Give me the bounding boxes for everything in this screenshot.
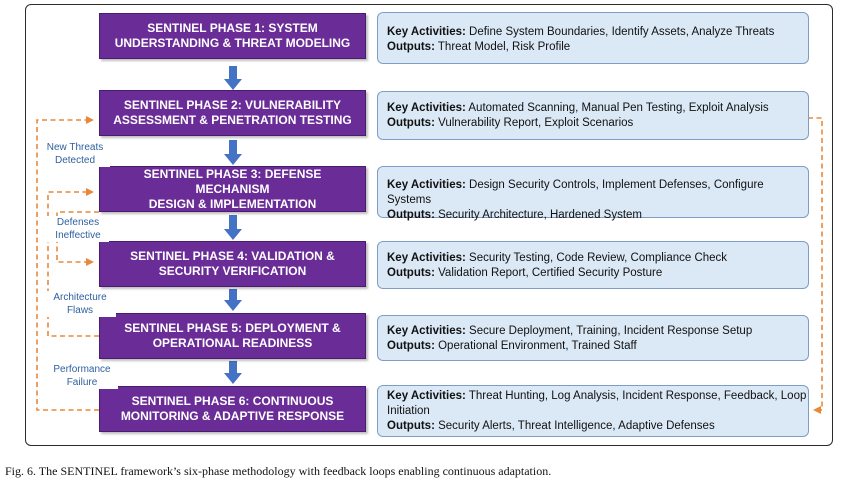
- feedback-arrow-right: [808, 117, 823, 414]
- phase-5-box: SENTINEL PHASE 5: DEPLOYMENT &OPERATIONA…: [99, 313, 366, 359]
- activity-2-key-line: Key Activities: Automated Scanning, Manu…: [387, 101, 808, 116]
- phase-6-line2: MONITORING & ADAPTIVE RESPONSE: [120, 409, 345, 423]
- activity-3-key-line: Key Activities: Design Security Controls…: [387, 178, 808, 208]
- outputs-label: Outputs:: [387, 420, 435, 432]
- outputs-label: Outputs:: [387, 41, 435, 53]
- phase-5-line2: OPERATIONAL READINESS: [152, 336, 313, 350]
- key-activities-label: Key Activities:: [387, 26, 466, 38]
- phase-1-line2: UNDERSTANDING & THREAT MODELING: [114, 36, 351, 50]
- activity-box-1: Key Activities: Define System Boundaries…: [377, 12, 809, 64]
- phase-4-box: SENTINEL PHASE 4: VALIDATION &SECURITY V…: [99, 241, 366, 287]
- outputs-label: Outputs:: [387, 267, 435, 279]
- figure-frame: [25, 4, 833, 446]
- activity-6-outputs: Security Alerts, Threat Intelligence, Ad…: [438, 420, 715, 432]
- activity-1-key: Define System Boundaries, Identify Asset…: [469, 26, 775, 38]
- phase-5-line1: SENTINEL PHASE 5: DEPLOYMENT &: [124, 321, 341, 335]
- feedback-label-1-line1: New Threats: [46, 142, 104, 153]
- activity-2-outputs: Vulnerability Report, Exploit Scenarios: [438, 117, 634, 129]
- feedback-label-performance: Performance Failure: [46, 363, 118, 389]
- feedback-label-2-line1: Defenses: [56, 217, 100, 228]
- flow-arrow-3-4: [224, 215, 242, 240]
- phase-4-line1: SENTINEL PHASE 4: VALIDATION &: [130, 249, 335, 263]
- flow-arrow-1-2: [224, 66, 242, 90]
- phase-3-line2: DESIGN & IMPLEMENTATION: [148, 196, 317, 211]
- activity-box-4: Key Activities: Security Testing, Code R…: [377, 241, 809, 289]
- key-activities-label: Key Activities:: [387, 252, 466, 264]
- activity-6-key-line: Key Activities: Threat Hunting, Log Anal…: [387, 389, 808, 404]
- activity-5-key-line: Key Activities: Secure Deployment, Train…: [387, 324, 808, 339]
- activity-box-2: Key Activities: Automated Scanning, Manu…: [377, 91, 809, 140]
- feedback-label-defenses: Defenses Ineffective: [47, 216, 109, 242]
- activity-1-outputs-line: Outputs: Threat Model, Risk Profile: [387, 40, 808, 55]
- key-activities-label: Key Activities:: [387, 325, 466, 337]
- phase-6-line1: SENTINEL PHASE 6: CONTINUOUS: [131, 394, 334, 408]
- phase-4-line2: SECURITY VERIFICATION: [158, 264, 307, 278]
- activity-6-key: Threat Hunting, Log Analysis, Incident R…: [468, 390, 807, 402]
- feedback-arrow-architecture: [47, 188, 99, 337]
- activity-box-3: Key Activities: Design Security Controls…: [377, 166, 809, 221]
- flow-arrow-5-6: [224, 361, 242, 384]
- activity-6-key-cont: Initiation: [387, 405, 430, 417]
- activity-5-outputs: Operational Environment, Trained Staff: [438, 340, 637, 352]
- phase-1-line1: SENTINEL PHASE 1: SYSTEM: [147, 21, 318, 35]
- outputs-label: Outputs:: [387, 209, 435, 221]
- feedback-label-3-line2: Flaws: [66, 305, 94, 316]
- activity-5-outputs-line: Outputs: Operational Environment, Traine…: [387, 339, 808, 354]
- outputs-label: Outputs:: [387, 117, 435, 129]
- activity-1-outputs: Threat Model, Risk Profile: [437, 41, 571, 53]
- feedback-label-1-line2: Detected: [54, 155, 96, 166]
- phase-2-line2: ASSESSMENT & PENETRATION TESTING: [113, 113, 352, 127]
- figure-caption: Fig. 6. The SENTINEL framework’s six-pha…: [5, 464, 552, 478]
- activity-6-outputs-line: Outputs: Security Alerts, Threat Intelli…: [387, 419, 808, 434]
- key-activities-label: Key Activities:: [387, 390, 466, 402]
- activity-3-outputs: Security Architecture, Hardened System: [438, 209, 643, 221]
- activity-5-key: Secure Deployment, Training, Incident Re…: [469, 325, 753, 337]
- flow-arrows: [224, 66, 242, 384]
- activity-box-5: Key Activities: Secure Deployment, Train…: [377, 315, 809, 361]
- flow-arrow-2-3: [224, 140, 242, 165]
- activity-4-key-line: Key Activities: Security Testing, Code R…: [387, 251, 808, 266]
- outputs-label: Outputs:: [387, 340, 435, 352]
- key-activities-label: Key Activities:: [387, 179, 466, 191]
- flow-arrow-4-5: [224, 289, 242, 311]
- activity-1-key-line: Key Activities: Define System Boundaries…: [387, 25, 808, 40]
- feedback-label-new-threats: New Threats Detected: [40, 141, 110, 167]
- feedback-label-2-line2: Ineffective: [55, 230, 101, 241]
- activity-box-6: Key Activities: Threat Hunting, Log Anal…: [377, 385, 809, 437]
- feedback-label-4-line2: Failure: [66, 377, 98, 388]
- feedback-arrows: [36, 116, 823, 414]
- feedback-label-3-line1: Architecture: [53, 292, 107, 303]
- key-activities-label: Key Activities:: [387, 102, 466, 114]
- activity-4-outputs: Validation Report, Certified Security Po…: [438, 267, 663, 279]
- activity-2-key: Automated Scanning, Manual Pen Testing, …: [468, 102, 769, 114]
- activity-3-outputs-line: Outputs: Security Architecture, Hardened…: [387, 208, 808, 223]
- phase-2-line1: SENTINEL PHASE 2: VULNERABILITY: [123, 98, 342, 112]
- feedback-label-architecture: Architecture Flaws: [44, 291, 116, 317]
- feedback-arrow-defenses: [56, 211, 99, 266]
- feedback-arrow-performance: [36, 116, 99, 411]
- activity-2-outputs-line: Outputs: Vulnerability Report, Exploit S…: [387, 116, 808, 131]
- activity-3-key: Design Security Controls, Implement Defe…: [387, 179, 764, 206]
- activity-4-key: Security Testing, Code Review, Complianc…: [469, 252, 728, 264]
- feedback-label-4-line1: Performance: [53, 364, 111, 375]
- activity-4-outputs-line: Outputs: Validation Report, Certified Se…: [387, 266, 808, 281]
- phase-3-line1: SENTINEL PHASE 3: DEFENSE MECHANISM: [143, 166, 322, 196]
